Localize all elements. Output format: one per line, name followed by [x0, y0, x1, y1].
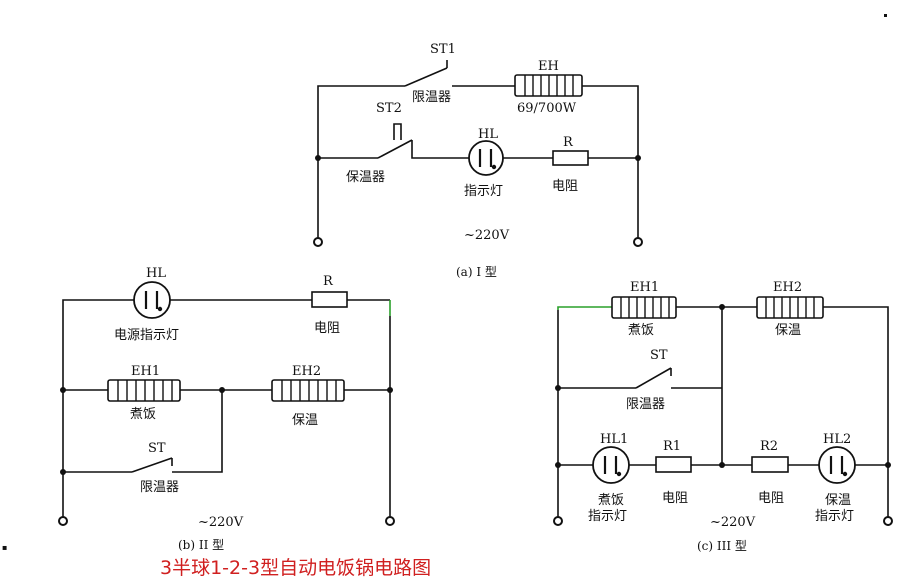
st1-desc: 限温器 — [412, 90, 451, 105]
r-label: R — [563, 135, 574, 150]
supply-terminal-right — [385, 516, 395, 526]
hl2-label: HL2 — [823, 432, 851, 447]
eh1-heater — [611, 296, 677, 319]
r-label: R — [323, 274, 334, 289]
r2-resistor — [751, 456, 789, 473]
st-label: ST — [148, 441, 166, 456]
hl-lamp — [133, 281, 171, 319]
st2-desc: 保温器 — [346, 170, 385, 185]
r2-label: R2 — [760, 439, 778, 454]
junction-dot — [635, 155, 641, 161]
eh1-heater — [107, 379, 181, 402]
st-switch-blade — [635, 367, 672, 389]
supply-terminal-left — [313, 237, 323, 247]
circuit-b: HL 电源指示灯 R 电阻 EH1 煮饭 EH2 保温 ST 限温器 ~220V… — [58, 266, 395, 552]
r2-desc: 电阻 — [758, 491, 784, 506]
hl1-lamp — [592, 446, 630, 484]
r-resistor — [552, 150, 589, 166]
r1-desc: 电阻 — [662, 491, 688, 506]
junction-dot — [60, 469, 66, 475]
junction-dot — [219, 387, 225, 393]
eh1-label: EH1 — [630, 280, 659, 295]
st-desc: 限温器 — [140, 480, 179, 495]
hl-label: HL — [146, 266, 166, 281]
hl2-desc-2: 指示灯 — [815, 509, 854, 524]
st-desc: 限温器 — [626, 397, 665, 412]
page-title: 3半球1-2-3型自动电饭锅电路图 — [160, 557, 431, 579]
eh-heater — [514, 74, 583, 97]
caption-b: (b) II 型 — [178, 538, 224, 552]
eh2-heater — [271, 379, 345, 402]
junction-dot — [315, 155, 321, 161]
hl2-lamp — [818, 446, 856, 484]
supply-terminal-right — [633, 237, 643, 247]
voltage-label: ~220V — [198, 515, 244, 530]
voltage-label: ~220V — [464, 228, 510, 243]
hl-label: HL — [478, 127, 498, 142]
junction-dot — [719, 304, 725, 310]
st1-switch-blade — [404, 67, 448, 87]
voltage-label: ~220V — [710, 515, 756, 530]
supply-terminal-left — [553, 516, 563, 526]
hl-lamp — [468, 140, 504, 176]
eh1-desc: 煮饭 — [130, 407, 156, 422]
junction-dot — [387, 387, 393, 393]
eh2-desc: 保温 — [292, 413, 318, 428]
st1-label: ST1 — [430, 42, 456, 57]
hl1-desc-2: 指示灯 — [588, 509, 627, 524]
junction-dot — [719, 462, 725, 468]
junction-dot — [555, 462, 561, 468]
r1-label: R1 — [663, 439, 681, 454]
st2-label: ST2 — [376, 101, 402, 116]
eh-rating: 69/700W — [517, 101, 577, 116]
st-label: ST — [650, 348, 668, 363]
corner-speck — [884, 14, 887, 17]
stray-mark: ▪ — [2, 543, 7, 552]
hl1-label: HL1 — [600, 432, 628, 447]
eh-label: EH — [538, 59, 559, 74]
circuit-c: EH1 煮饭 EH2 保温 ST 限温器 HL1 煮饭 指示灯 R1 电阻 R2… — [553, 280, 893, 553]
hl2-desc-1: 保温 — [825, 493, 851, 508]
junction-dot — [60, 387, 66, 393]
eh2-heater — [756, 296, 824, 319]
r-resistor — [311, 291, 348, 308]
st-switch-blade — [131, 457, 173, 473]
circuit-a: ST1 限温器 EH 69/700W ST2 保温器 HL 指示灯 R 电阻 ~… — [313, 42, 643, 279]
junction-dot — [885, 462, 891, 468]
r-desc: 电阻 — [552, 179, 578, 194]
junction-dot — [555, 385, 561, 391]
eh2-label: EH2 — [773, 280, 802, 295]
hl-desc: 指示灯 — [464, 184, 503, 199]
eh1-label: EH1 — [131, 364, 160, 379]
hl1-desc-1: 煮饭 — [598, 493, 624, 508]
hl-desc: 电源指示灯 — [114, 328, 179, 343]
st2-switch-blade — [377, 139, 413, 159]
r-desc: 电阻 — [314, 321, 340, 336]
eh2-label: EH2 — [292, 364, 321, 379]
caption-c: (c) III 型 — [697, 539, 747, 553]
supply-terminal-left — [58, 516, 68, 526]
supply-terminal-right — [883, 516, 893, 526]
r1-resistor — [655, 456, 692, 473]
eh2-desc: 保温 — [775, 323, 801, 338]
eh1-desc: 煮饭 — [628, 323, 654, 338]
caption-a: (a) I 型 — [456, 265, 497, 279]
